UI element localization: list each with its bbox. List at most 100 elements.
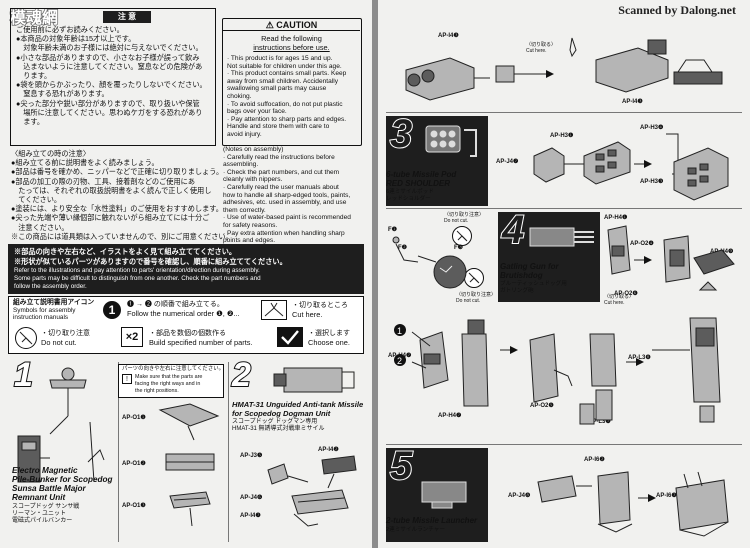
step4-donotcut-en-1: Do not cut. xyxy=(444,218,469,224)
step4-part-f3: F❸ xyxy=(454,245,464,251)
step5-part-1: AP-I6❷ xyxy=(584,457,605,463)
cut-symbol-text: ・切り取るところ Cut here. xyxy=(292,301,348,319)
top-part-1: AP-I4❸ xyxy=(438,33,459,39)
watermark-logo: 模魂網 xyxy=(9,7,59,28)
step4-cut-jp: 〈切り取る〉 xyxy=(604,294,635,300)
step3-title-1: 6-tube Missile Pod xyxy=(386,170,457,179)
step-divider xyxy=(118,362,119,542)
donotcut-jp: ・切り取り注意 xyxy=(41,330,90,337)
step4-title-2: Brutishdog xyxy=(500,271,543,280)
step5-part-2: AP-J4❽ xyxy=(508,493,531,499)
symbols-box: 組み立て説明書用アイコン Symbols for assembly instru… xyxy=(8,296,364,354)
step1-jp-2: リーマン・ユニット xyxy=(12,511,67,517)
step4-do-not-cut-icon-1 xyxy=(452,226,472,246)
step4-cut-note: 〈切り取る〉 Cut here. xyxy=(604,294,634,306)
step3-assembly-illustration xyxy=(533,133,729,201)
choose-text: ・選択します Choose one. xyxy=(308,329,350,347)
warning-jp-line-2: ●本商品の対象年齢は15才以上です。 xyxy=(16,34,136,44)
step1-jp: スコープドッグ サンサ戦 リーマン・ユニット 電磁式パイルバンカー xyxy=(12,504,79,525)
assembly-notes-jp-line-7: ●尖った先端や薄い縁個部に触れないがら組み立てには十分ご xyxy=(11,213,210,223)
step2-note-en: Make sure that the parts are facing the … xyxy=(135,374,202,395)
warning-jp-line-11: ます。 xyxy=(16,117,45,127)
step1-part-3: AP-O1❸ xyxy=(122,503,146,509)
step5-number: 5 xyxy=(389,443,413,489)
assembly-notes-jp-line-2: ●部品は番号を確かめ、ニッパーなどで正確に切り取りましょう。 xyxy=(11,167,224,177)
warning-jp-line-5: 込まないように注意してください。窒息などの危険があ xyxy=(16,61,203,71)
warning-en-subtitle: Read the following instructions before u… xyxy=(223,34,360,52)
assembly-notes-en-line-4: cleanly with nippers. xyxy=(223,176,283,184)
step1-parts-illustration xyxy=(158,403,220,527)
step1-jp-1: スコープドッグ サンサ戦 xyxy=(12,504,80,510)
assembly-notes-en-line-6: how to handle all sharp-edged tools, pai… xyxy=(223,191,351,199)
step1-title-1: Electro Magnetic xyxy=(12,466,78,475)
step2-missile-illustration xyxy=(273,367,355,393)
step1-title: Electro Magnetic Pile-Bunker for Scopedo… xyxy=(12,466,116,502)
assembly-notes-jp-line-6: ●塗装には、より安全な「水性塗料」のご使用をおすすめします。 xyxy=(11,204,223,214)
order-jp: ❶ → ❷ の順番で組み立てる。 xyxy=(127,301,224,308)
cut-en: Cut here. xyxy=(292,310,323,319)
step4-do-not-cut-icon-2 xyxy=(464,268,484,288)
orientation-jp-2: ※形状が似ているパーツがありますので番号を確認し、順番に組み立ててください。 xyxy=(14,257,287,266)
warning-en-line-2: Not suitable for children under this age… xyxy=(227,62,342,70)
build-jp: ・部品を数個の個数作る xyxy=(149,330,226,337)
scanned-by-header: Scanned by Dalong.net xyxy=(618,3,736,17)
warning-jp-lines: ご使用前に必ずお読みください。●本商品の対象年齢は15才以上です。 対象年齢未満… xyxy=(16,25,207,126)
step2-note-jp: パーツの向きや左右に注意してください。 xyxy=(122,366,224,372)
step2-note-en-2: facing the right ways and in xyxy=(135,381,201,387)
step1-number: 1 xyxy=(13,355,34,395)
warning-en-line-8: bags over your face. xyxy=(227,108,287,116)
step1-title-4: Remnant Unit xyxy=(12,493,66,502)
step2-title-2: for Scopedog Dogman Unit xyxy=(232,409,331,418)
assembly-notes-en-line-7: adhesives, etc. used in assembly, and us… xyxy=(223,199,347,207)
warning-jp-line-4: ●小さな部品がありますので、小さなお子様が誤って飲み xyxy=(16,52,200,62)
assembly-notes-en-lines: · Carefully read the instructions before… xyxy=(223,154,351,253)
assembly-notes-jp-line-5: てください。 xyxy=(11,195,62,205)
assembly-notes-jp: 〈組み立ての時の注意〉 ●組み立てる前に説明書をよく読みましょう。●部品は番号を… xyxy=(11,149,233,241)
step2-note-en-1: Make sure that the parts are xyxy=(135,374,203,380)
warning-en-title: CAUTION xyxy=(276,20,318,30)
warning-en-line-9: · Pay attention to sharp parts and edges… xyxy=(227,115,347,123)
step4-part-o2-4: AP-O2❹ xyxy=(630,241,654,247)
step3-pod-illustration xyxy=(425,125,477,157)
assembly-notes-en-line-11: · Pay extra attention when handling shar… xyxy=(223,229,345,237)
assembly-notes-en-line-10: for safety reasons. xyxy=(223,221,278,229)
assembly-notes-jp-lines: ●組み立てる前に説明書をよく読みましょう。●部品は番号を確かめ、ニッパーなどで正… xyxy=(11,158,233,241)
step3-jp-2: レッドショルダー xyxy=(386,196,431,202)
step4-number: 4 xyxy=(501,207,525,253)
assembly-notes-en-title: (Notes on assembly) xyxy=(223,146,284,153)
choose-en: Choose one. xyxy=(308,338,350,347)
donotcut-en: Do not cut. xyxy=(41,338,77,347)
step4-f-parts-illustration xyxy=(392,236,467,289)
step1-part-1: AP-O1❶ xyxy=(122,415,146,421)
top-part-2: AP-I4❸ xyxy=(622,99,643,105)
top-cut-note: 〈切り取る〉 Cut here. xyxy=(526,42,556,54)
left-page: 模魂網 注 意 ご使用前に必ずお読みください。●本商品の対象年齢は15才以上です… xyxy=(0,0,372,548)
warning-jp-line-10: 場所に注意してください。思わぬケガをする恐れがあり xyxy=(16,107,203,117)
step4-part-f2: F❷ xyxy=(398,245,408,251)
step3-part-4: AP-H3❸ xyxy=(640,179,664,185)
warning-jp-line-9: ●尖った部分や鋭い部分がありますので、取り扱いや保管 xyxy=(16,98,200,108)
step3-part-3: AP-H3❹ xyxy=(640,125,664,131)
page-gutter xyxy=(372,0,378,548)
orientation-en-1: Refer to the illustrations and pay atten… xyxy=(14,267,260,274)
warning-en-header: ⚠ CAUTION xyxy=(223,19,360,31)
assembly-notes-jp-line-9: ※この商品には道具類は入っていませんので、別にご用意ください。 xyxy=(11,231,233,241)
step2-jp: スコープドッグ ドッグマン専用 HMAT-31 無誘導式対戦車ミサイル xyxy=(232,419,325,433)
step3-number: 3 xyxy=(389,111,413,157)
assembly-notes-jp-line-4: たっては、それぞれの取扱説明書をよく読んで正しく使用し xyxy=(11,185,212,195)
warning-en-line-4: away from small children. Accidentally xyxy=(227,77,339,85)
assembly-notes-en-line-5: · Carefully read the user manuals about xyxy=(223,183,339,191)
step4-gatling-illustration xyxy=(529,227,594,247)
step4-lower-illustration: 1 2 xyxy=(394,317,721,425)
step4-divider xyxy=(386,444,742,445)
choose-jp: ・選択します xyxy=(308,330,350,337)
step4-title: Gatling Gun for Brutishdog xyxy=(500,262,610,280)
step1-part-2: AP-O1❷ xyxy=(122,461,146,467)
step4-donotcut-en-2: Do not cut. xyxy=(456,298,481,304)
step2-jp-1: スコープドッグ ドッグマン専用 xyxy=(232,419,318,425)
step5-launcher-illustration xyxy=(421,481,467,509)
assembly-notes-jp-title: 〈組み立ての時の注意〉 xyxy=(11,149,91,158)
assembly-notes-en-line-1: · Carefully read the instructions before xyxy=(223,153,335,161)
warning-jp-title: 注 意 xyxy=(103,11,151,23)
symbols-title-en-1: Symbols for assembly xyxy=(13,307,76,314)
